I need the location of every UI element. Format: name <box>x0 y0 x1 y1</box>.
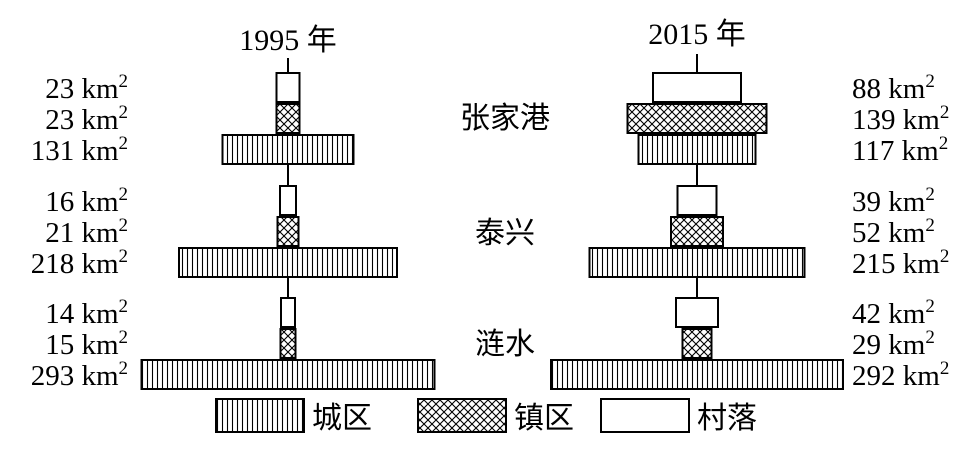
legend: 城区 镇区 村落 <box>215 398 757 436</box>
value-label-2015-taixing-village: 39 km2 <box>852 184 935 218</box>
bar-2015-lianshui-town <box>681 328 713 359</box>
legend-label-urban: 城区 <box>312 401 372 436</box>
value-label-1995-lianshui-urban: 293 km2 <box>31 358 128 392</box>
value-label-2015-lianshui-town: 29 km2 <box>852 327 935 361</box>
period-label-1995: 1995 年 <box>239 24 337 57</box>
bar-2015-lianshui-urban <box>550 359 844 390</box>
bar-1995-taixing-urban <box>178 247 398 278</box>
bar-2015-taixing-village <box>676 185 718 216</box>
value-label-1995-taixing-town: 21 km2 <box>45 215 128 249</box>
bars-layer <box>140 72 844 390</box>
value-label-2015-zhangjiagang-village: 88 km2 <box>852 71 935 105</box>
value-label-1995-lianshui-village: 14 km2 <box>45 296 128 330</box>
value-label-1995-taixing-village: 16 km2 <box>45 184 128 218</box>
value-labels-layer: 23 km2 88 km2 23 km2 139 km2 131 km2 117 km2 1… <box>31 71 950 392</box>
value-label-2015-lianshui-village: 42 km2 <box>852 296 935 330</box>
legend-label-town: 镇区 <box>514 401 574 436</box>
value-label-2015-zhangjiagang-urban: 117 km2 <box>852 133 948 167</box>
period-label-2015: 2015 年 <box>648 18 746 51</box>
bar-2015-zhangjiagang-urban <box>637 134 757 165</box>
bar-1995-lianshui-village <box>280 297 296 328</box>
bar-2015-lianshui-village <box>675 297 719 328</box>
value-label-1995-taixing-urban: 218 km2 <box>31 246 128 280</box>
legend-swatch-village <box>600 398 690 433</box>
category-label-zhangjiagang: 张家港 <box>460 101 550 136</box>
bar-2015-taixing-urban <box>588 247 806 278</box>
bar-1995-zhangjiagang-urban <box>221 134 355 165</box>
value-label-1995-zhangjiagang-town: 23 km2 <box>45 102 128 136</box>
bar-1995-taixing-town <box>276 216 300 247</box>
bar-2015-zhangjiagang-village <box>652 72 742 103</box>
legend-swatch-town <box>417 398 507 433</box>
value-label-1995-zhangjiagang-village: 23 km2 <box>45 71 128 105</box>
value-label-1995-zhangjiagang-urban: 131 km2 <box>31 133 128 167</box>
legend-swatch-urban <box>215 398 305 433</box>
legend-label-village: 村落 <box>697 401 757 436</box>
value-label-1995-lianshui-town: 15 km2 <box>45 327 128 361</box>
category-label-taixing: 泰兴 <box>475 216 535 251</box>
bar-1995-lianshui-urban <box>140 359 436 390</box>
bar-1995-lianshui-town <box>279 328 297 359</box>
value-label-2015-taixing-urban: 215 km2 <box>852 246 949 280</box>
value-label-2015-zhangjiagang-town: 139 km2 <box>852 102 949 136</box>
bar-1995-zhangjiagang-town <box>275 103 301 134</box>
value-label-2015-taixing-town: 52 km2 <box>852 215 935 249</box>
bar-1995-taixing-village <box>279 185 297 216</box>
bar-1995-zhangjiagang-village <box>275 72 301 103</box>
value-label-2015-lianshui-urban: 292 km2 <box>852 358 949 392</box>
bar-2015-zhangjiagang-town <box>626 103 768 134</box>
category-label-lianshui: 涟水 <box>475 327 535 362</box>
bar-2015-taixing-town <box>670 216 724 247</box>
